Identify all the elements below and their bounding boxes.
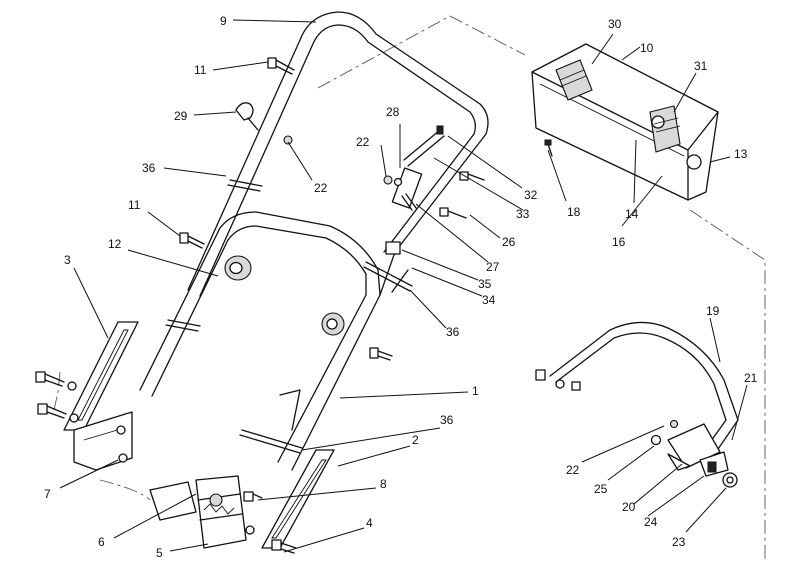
callout-24: 24 (644, 515, 658, 529)
callout-22-bail: 22 (566, 463, 580, 477)
lower-handle (139, 211, 409, 471)
callout-11-upper: 11 (194, 63, 207, 77)
callout-22-upper: 22 (314, 181, 328, 195)
callout-3: 3 (64, 253, 71, 267)
callout-10: 10 (640, 41, 654, 55)
screw-18 (544, 139, 553, 157)
callout-31: 31 (694, 59, 708, 73)
nut-upper (283, 135, 293, 145)
callout-5: 5 (156, 546, 163, 560)
callout-34: 34 (482, 293, 496, 307)
callout-18: 18 (567, 205, 581, 219)
callout-14: 14 (625, 207, 639, 221)
callout-27: 27 (486, 260, 500, 274)
cable-tie-lower (239, 429, 303, 454)
handle-knob-left (224, 255, 252, 281)
callout-30: 30 (608, 17, 622, 31)
callout-28: 28 (386, 105, 400, 119)
callout-13: 13 (734, 147, 748, 161)
callout-36-lower: 36 (440, 413, 454, 427)
bolt-upper (267, 57, 295, 75)
phantom-lines (53, 15, 766, 560)
callout-19: 19 (706, 304, 720, 318)
upper-handle (187, 11, 489, 297)
handle-knob-right (321, 312, 345, 336)
left-bolts (35, 371, 79, 423)
control-box (531, 43, 719, 201)
bolt-middle (179, 232, 205, 249)
callout-35: 35 (478, 277, 492, 291)
callout-16: 16 (612, 235, 626, 249)
callout-26: 26 (502, 235, 516, 249)
callout-36-middle: 36 (446, 325, 460, 339)
callout-11-middle: 11 (128, 198, 141, 212)
cable-bracket-assembly (385, 125, 485, 255)
callout-25: 25 (594, 482, 608, 496)
height-adjuster-gear (195, 475, 247, 549)
nut-cable (383, 175, 393, 185)
wheel-carrier-plate (149, 481, 197, 521)
callout-9: 9 (220, 14, 227, 28)
leader-lines (59, 19, 748, 553)
callout-4: 4 (366, 516, 373, 530)
handle-bolt-right (369, 347, 393, 361)
callout-32: 32 (524, 188, 538, 202)
callout-8: 8 (380, 477, 387, 491)
right-handle-bracket (261, 449, 335, 549)
callout-29: 29 (174, 109, 188, 123)
callout-12: 12 (108, 237, 122, 251)
callout-6: 6 (98, 535, 105, 549)
wing-nut (235, 102, 259, 131)
cable-tie-upper (227, 179, 263, 192)
callout-23: 23 (672, 535, 686, 549)
bail-bracket-assembly (650, 419, 738, 488)
callout-1: 1 (472, 384, 479, 398)
bail-bar (549, 321, 739, 453)
cable-tie-middle (165, 261, 413, 332)
callout-33: 33 (516, 207, 530, 221)
callout-7: 7 (44, 487, 51, 501)
bail-left-hardware (535, 369, 581, 391)
callout-36-upper: 36 (142, 161, 156, 175)
callout-21: 21 (744, 371, 758, 385)
callout-20: 20 (622, 500, 636, 514)
callout-22-cable: 22 (356, 135, 370, 149)
left-mounting-plate (73, 411, 133, 471)
callout-2: 2 (412, 433, 419, 447)
callout-labels: 9 30 10 11 31 29 28 22 13 36 22 32 11 18… (44, 14, 758, 560)
